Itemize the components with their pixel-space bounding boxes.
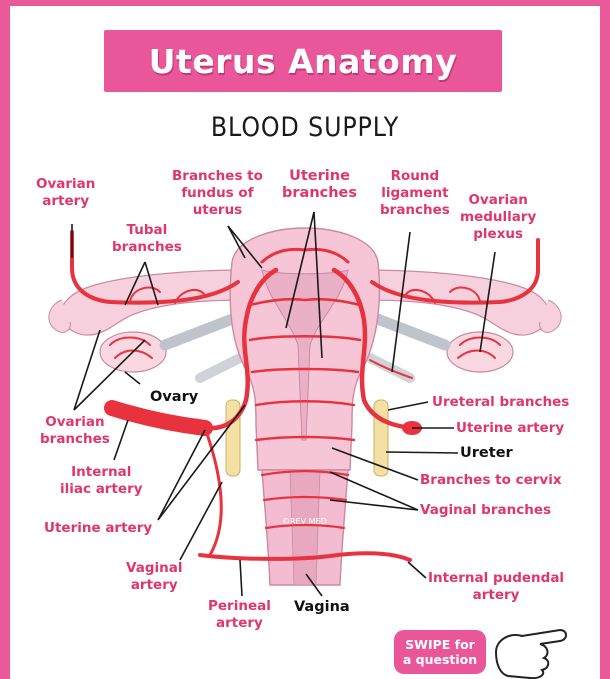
left-vaginal-artery — [203, 426, 223, 557]
uterine-branch-a — [248, 334, 362, 342]
left-ureter — [225, 399, 241, 477]
left-tubal-branches — [129, 286, 206, 304]
perineal-artery-path — [198, 551, 412, 562]
pointing-hand-icon — [494, 628, 567, 679]
label-round-ligament-branches: Round ligament branches — [380, 168, 450, 218]
internal-iliac-artery-left — [104, 400, 213, 436]
label-perineal-artery: Perineal artery — [208, 598, 271, 631]
label-vagina: Vagina — [294, 599, 350, 615]
label-ovarian-medullary-plexus: Ovarian medullary plexus — [460, 192, 537, 242]
label-branches-to-cervix: Branches to cervix — [420, 472, 562, 488]
label-uterine-artery-left: Uterine artery — [44, 520, 153, 536]
right-round-ligament-branch — [369, 359, 413, 379]
label-ureter: Ureter — [460, 445, 513, 461]
right-tubal-branches — [404, 286, 481, 304]
left-round-ligament — [195, 353, 245, 383]
title-banner: Uterus Anatomy — [104, 30, 502, 92]
watermark-logo: ©REV MED — [282, 517, 327, 526]
right-ovarian-plexus — [457, 336, 501, 359]
label-ovary: Ovary — [150, 389, 199, 405]
left-ovarian-ligament — [159, 312, 241, 351]
label-branches-to-fundus: Branches to fundus of uterus — [172, 168, 263, 218]
left-ovarian-plexus — [109, 336, 153, 359]
page-subtitle: BLOOD SUPPLY — [210, 112, 400, 143]
label-ovarian-branches: Ovarian branches — [40, 414, 110, 447]
vaginal-branch-c — [264, 523, 346, 530]
label-internal-pudendal-artery: Internal pudendal artery — [428, 570, 565, 603]
swipe-button[interactable]: SWIPE for a question — [394, 630, 486, 674]
vaginal-branch-a — [260, 470, 350, 477]
uterine-branch-b — [250, 367, 360, 374]
cervical-branch-b — [254, 435, 356, 442]
label-vaginal-artery: Vaginal artery — [126, 560, 183, 593]
uterine-cavity — [261, 269, 349, 441]
label-internal-iliac-artery: Internal iliac artery — [60, 464, 143, 497]
fundal-branch-2 — [248, 297, 362, 307]
right-ovarian-artery — [370, 238, 540, 305]
label-ureteral-branches: Ureteral branches — [432, 394, 570, 410]
cervical-branch-a — [254, 400, 356, 407]
page-title: Uterus Anatomy — [148, 41, 458, 81]
right-uterine-artery — [331, 267, 423, 431]
label-ovarian-artery: Ovarian artery — [36, 176, 96, 209]
label-tubal-branches: Tubal branches — [112, 222, 182, 255]
right-ovarian-ligament — [369, 312, 451, 351]
left-ovarian-artery — [70, 230, 240, 305]
leader-lines — [71, 211, 496, 597]
arteries — [70, 230, 540, 562]
label-uterine-artery-right: Uterine artery — [456, 420, 565, 436]
label-uterine-branches: Uterine branches — [282, 168, 358, 201]
label-vaginal-branches: Vaginal branches — [420, 502, 552, 518]
vaginal-canal — [289, 469, 321, 586]
vaginal-branch-b — [262, 495, 348, 502]
